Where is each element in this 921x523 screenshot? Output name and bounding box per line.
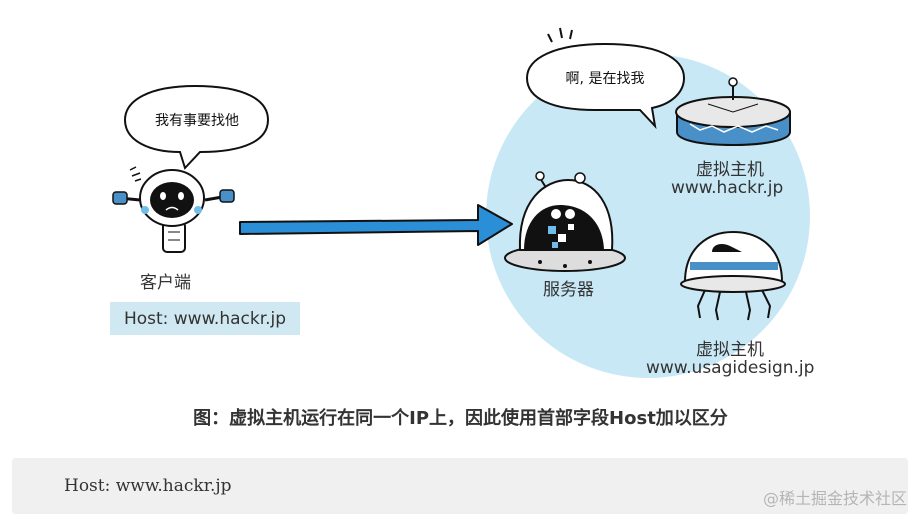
virtual-host-1-domain: www.hackr.jp	[671, 178, 784, 198]
client-host-header-text: Host: www.hackr.jp	[123, 308, 287, 329]
server-robot-icon	[504, 171, 626, 272]
watermark: @稀土掘金技术社区	[762, 489, 907, 508]
virtual-host-2-icon	[680, 230, 786, 321]
code-text: Host: www.hackr.jp	[64, 476, 232, 496]
client-speech-text: 我有事要找他	[155, 113, 239, 129]
server-speech-text: 啊, 是在找我	[566, 71, 645, 87]
virtual-host-1-icon	[675, 77, 791, 147]
virtual-host-2-domain: www.usagidesign.jp	[646, 358, 815, 378]
code-block: Host: www.hackr.jp	[12, 458, 908, 514]
client-label: 客户端	[140, 273, 191, 293]
server-speech-bubble: 啊, 是在找我	[525, 27, 686, 130]
virtual-host-illustration: 我有事要找他 啊, 是在找我	[112, 27, 810, 378]
virtual-host-2-label: 虚拟主机	[696, 340, 764, 360]
client-robot-icon	[112, 166, 235, 253]
server-label: 服务器	[543, 280, 594, 300]
client-speech-bubble: 我有事要找他	[123, 84, 270, 170]
virtual-host-1-label: 虚拟主机	[696, 160, 764, 180]
request-arrow	[239, 204, 513, 246]
figure-caption: 图：虚拟主机运行在同一个IP上，因此使用首部字段Host加以区分	[193, 408, 728, 429]
client-host-header-box: Host: www.hackr.jp	[110, 302, 300, 335]
